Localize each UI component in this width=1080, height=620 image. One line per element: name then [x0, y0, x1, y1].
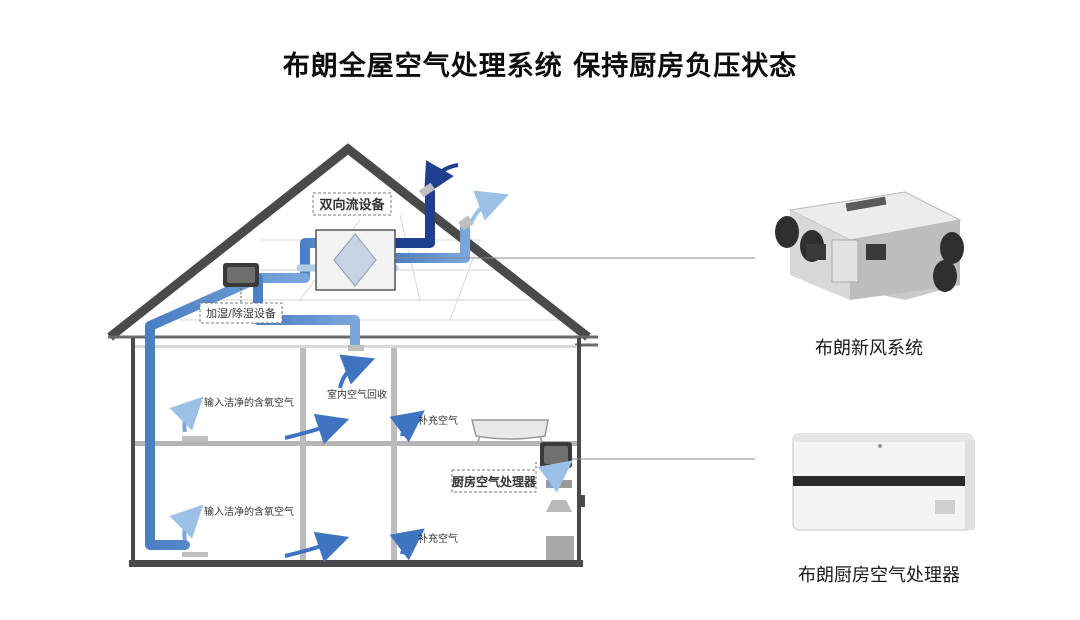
- label-supplement-lower: 补充空气: [418, 532, 458, 545]
- diagram-labels: 双向流设备 加湿/除湿设备 室内空气回收 输入洁净的含氧空气 输入洁净的含氧空气…: [204, 197, 537, 545]
- ventilation-unit-product: [775, 191, 964, 300]
- supply-arrow-lower: [169, 504, 204, 541]
- flow-arrow-lower-right: [389, 528, 425, 561]
- bathtub-icon: [471, 419, 549, 443]
- flow-arrow-lower-mid: [284, 531, 350, 563]
- label-clean-air-lower: 输入洁净的含氧空气: [204, 505, 294, 518]
- label-ventilation-system: 布朗新风系统: [815, 338, 923, 359]
- intake-arrow: [424, 160, 459, 196]
- label-supplement-upper: 补充空气: [418, 414, 458, 427]
- airflow-arrows: [169, 160, 573, 563]
- label-kitchen-air-processor: 布朗厨房空气处理器: [798, 565, 960, 586]
- label-kitchen-processor: 厨房空气处理器: [452, 474, 537, 489]
- supply-arrow-upper: [169, 396, 204, 433]
- supply-duct: [145, 223, 470, 550]
- intake-duct: [387, 187, 435, 248]
- kitchen-processor-product: [792, 433, 975, 531]
- flow-arrow-upper-mid: [284, 413, 350, 445]
- humidity-unit-icon: [223, 263, 259, 304]
- exhaust-arrow: [468, 190, 509, 226]
- kitchen-up-arrow: [537, 460, 573, 493]
- page-title: 布朗全屋空气处理系统 保持厨房负压状态: [282, 51, 798, 82]
- two-way-flow-device: [315, 229, 396, 291]
- kitchen-range-icon: [546, 480, 574, 560]
- ceiling-vents: [182, 182, 474, 557]
- label-clean-air-upper: 输入洁净的含氧空气: [204, 396, 294, 409]
- label-humidity-device: 加湿/除湿设备: [206, 306, 276, 320]
- house-walls: [129, 338, 585, 567]
- connector-lines: [395, 257, 755, 460]
- label-boxes: [199, 192, 537, 493]
- kitchen-processor-unit-icon: [535, 442, 572, 470]
- flow-arrow-upper-right: [389, 410, 425, 443]
- label-two-way-device: 双向流设备: [319, 197, 385, 213]
- label-room-air-return: 室内空气回收: [327, 388, 387, 401]
- return-arrow: [338, 354, 375, 389]
